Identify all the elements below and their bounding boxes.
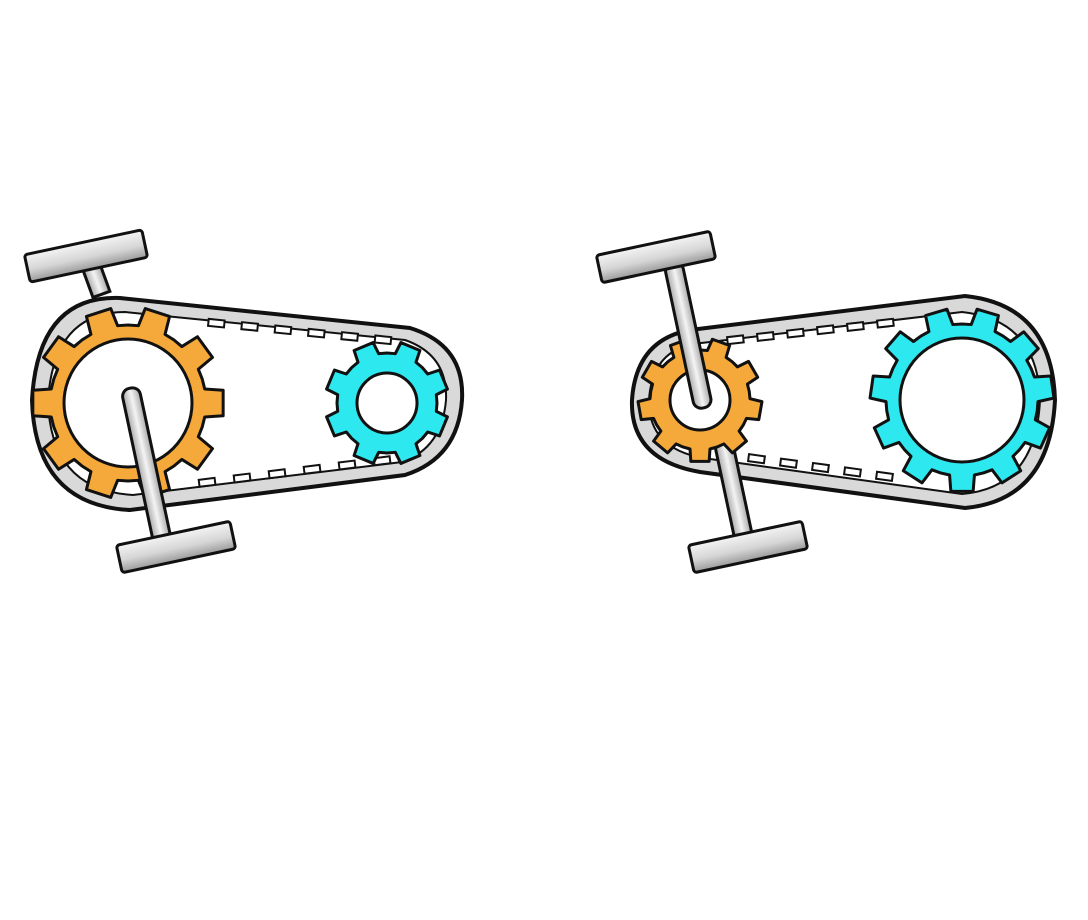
belt-tooth bbox=[273, 324, 293, 336]
crank-pedal-right-bottom bbox=[687, 520, 809, 574]
belt-tooth bbox=[874, 470, 895, 483]
belt-tooth bbox=[340, 331, 360, 342]
belt-tooth bbox=[875, 317, 895, 329]
driven-gear-right-body bbox=[868, 307, 1056, 493]
belt-tooth bbox=[206, 317, 226, 329]
belt-tooth bbox=[778, 457, 799, 469]
belt-tooth bbox=[815, 324, 835, 336]
driven-gear-right bbox=[868, 307, 1056, 493]
belt-tooth bbox=[240, 321, 260, 332]
belt-drive-left bbox=[23, 228, 465, 574]
belt-teeth-right bbox=[725, 317, 895, 483]
belt-drive-right bbox=[595, 230, 1058, 574]
belt-tooth bbox=[755, 331, 775, 342]
belt-tooth bbox=[785, 327, 805, 339]
crank-right-top bbox=[595, 230, 717, 410]
belt-tooth bbox=[373, 334, 393, 346]
belt-tooth bbox=[232, 472, 252, 484]
crank-pedal-left-top bbox=[23, 228, 149, 284]
driver-gear-left bbox=[31, 307, 225, 499]
belt-tooth bbox=[197, 476, 217, 488]
crank-left-top bbox=[23, 228, 149, 300]
belt-tooth bbox=[746, 453, 767, 465]
belt-tooth bbox=[725, 334, 745, 346]
belt-tooth bbox=[267, 468, 287, 480]
driver-gear-right-body bbox=[636, 337, 764, 463]
crank-pedal-right-top bbox=[595, 230, 717, 284]
driver-gear-right bbox=[636, 337, 764, 463]
belt-tooth bbox=[810, 461, 831, 474]
belt-teeth-left bbox=[197, 317, 393, 488]
driven-gear-left-body bbox=[325, 341, 449, 465]
belt-tooth bbox=[842, 466, 863, 478]
crank-pedal-left-bottom bbox=[115, 520, 237, 574]
belt-tooth bbox=[337, 459, 357, 471]
driver-gear-left-body bbox=[31, 307, 225, 499]
driven-gear-left bbox=[325, 341, 449, 465]
belt-tooth bbox=[302, 463, 322, 475]
crank-left-bottom bbox=[115, 386, 237, 574]
belt-tooth bbox=[845, 321, 865, 332]
belt-tooth bbox=[306, 327, 326, 339]
